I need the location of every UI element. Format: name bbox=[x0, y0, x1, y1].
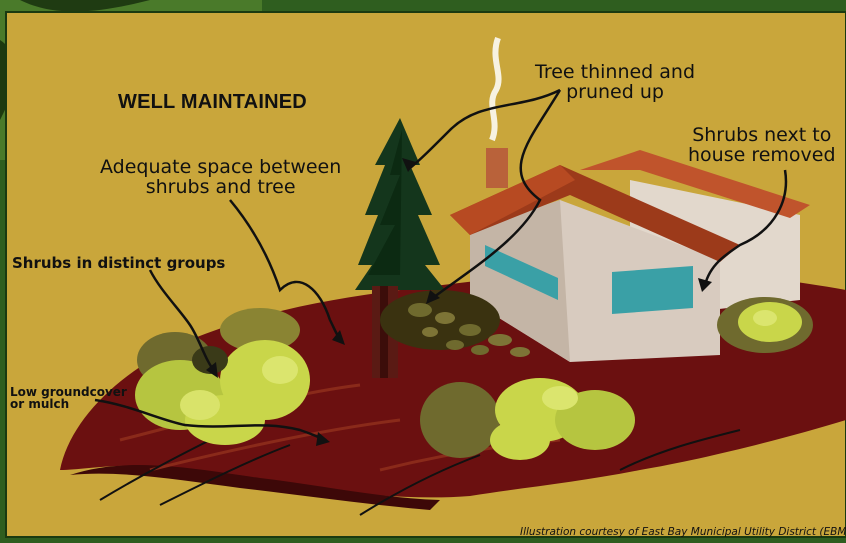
diagram-title: WELL MAINTAINED bbox=[118, 92, 307, 113]
label-shrubs-removed: Shrubs next to house removed bbox=[688, 126, 836, 166]
chimney bbox=[486, 148, 508, 188]
illustration-credit: Illustration courtesy of East Bay Munici… bbox=[520, 526, 846, 538]
label-shrubs-groups: Shrubs in distinct groups bbox=[12, 256, 225, 272]
label-adequate-space: Adequate space between shrubs and tree bbox=[100, 158, 341, 198]
window-front bbox=[612, 266, 693, 314]
shrub-right bbox=[717, 297, 813, 353]
label-groundcover: Low groundcover or mulch bbox=[10, 386, 127, 410]
label-tree-thinned: Tree thinned and pruned up bbox=[535, 63, 695, 103]
